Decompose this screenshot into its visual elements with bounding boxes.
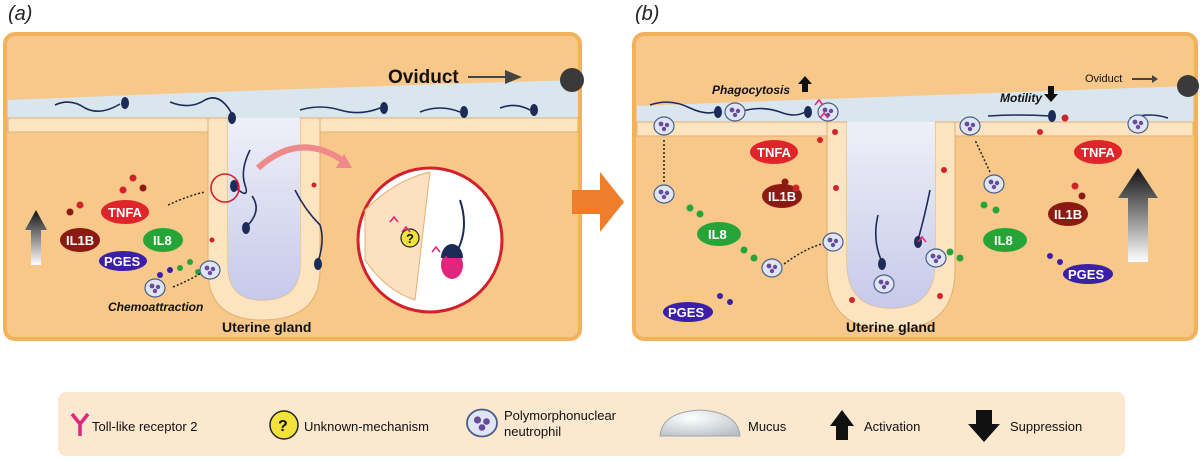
legend-tlr2-label: Toll-like receptor 2 — [92, 419, 198, 434]
panel-a-letter: (a) — [8, 3, 32, 25]
il1b-b-right: IL1B — [1048, 202, 1088, 226]
uterine-gland-label-a: Uterine gland — [222, 319, 311, 335]
mucus-icon — [659, 409, 741, 437]
legend-mucus-label: Mucus — [748, 419, 787, 434]
cytokine-il8-a: IL8 — [143, 228, 183, 252]
legend-activation-label: Activation — [864, 419, 920, 434]
il8-b-left: IL8 — [697, 222, 741, 246]
il8-label-a: IL8 — [153, 233, 172, 248]
legend-question-text: ? — [278, 418, 288, 435]
legend-suppression-label: Suppression — [1010, 419, 1082, 434]
il1b-label-a: IL1B — [66, 233, 94, 248]
pges-label-b-right: PGES — [1068, 267, 1104, 282]
neutrophil-a2 — [199, 260, 221, 280]
oviduct-opening — [560, 68, 584, 92]
neutrophil-a1 — [144, 278, 166, 298]
sperm-group-a — [54, 97, 531, 263]
il8-label-b-right: IL8 — [994, 233, 1013, 248]
tlr2-b — [814, 98, 927, 243]
il1b-b-left: IL1B — [762, 184, 802, 208]
pges-label-a: PGES — [104, 254, 140, 269]
il1b-label-b-right: IL1B — [1054, 207, 1082, 222]
oviduct-label: Oviduct — [388, 67, 459, 88]
uterine-gland-label-b: Uterine gland — [846, 319, 935, 335]
cytokine-dots-b — [686, 114, 1086, 305]
panel-b-letter: (b) — [635, 3, 659, 25]
oviduct-arrow-b — [1132, 75, 1158, 83]
migration-paths-b — [663, 139, 991, 265]
pges-b-left: PGES — [663, 302, 713, 322]
uterine-gland-lumen-b — [847, 122, 935, 308]
oviduct-arrow — [468, 70, 522, 84]
il8-label-b-left: IL8 — [708, 227, 727, 242]
oviduct-opening-b — [1177, 75, 1199, 97]
legend-unknown-icon: ? — [269, 410, 299, 440]
motility-label: Motility — [1000, 91, 1043, 105]
tlr2-receptors — [389, 215, 451, 263]
motility-suppression-arrow — [1044, 86, 1058, 102]
zoom-arrow — [255, 144, 347, 171]
activation-arrow-a — [25, 210, 47, 265]
panel-a: (a) Oviduct — [3, 3, 584, 341]
pges-label-b-left: PGES — [668, 305, 704, 320]
cytokine-il1b-a: IL1B — [60, 228, 100, 252]
sperm-tails-b — [649, 101, 1169, 263]
il1b-label-b-left: IL1B — [768, 189, 796, 204]
il8-b-right: IL8 — [983, 228, 1027, 252]
pges-b-right: PGES — [1063, 264, 1113, 284]
legend-neutrophil-icon — [466, 408, 498, 438]
phagocytosis-label: Phagocytosis — [712, 83, 790, 97]
highlight-circle — [210, 173, 240, 203]
oviduct-label-b: Oviduct — [1085, 73, 1122, 85]
cytokine-tnfa-a: TNFA — [101, 200, 149, 224]
lumen-mucus — [8, 80, 578, 120]
legend: Toll-like receptor 2 ? Unknown-mechanism… — [58, 392, 1125, 456]
legend-box — [58, 392, 1125, 456]
panel-b: (b) Oviduct Phagocytosis Motility — [632, 3, 1199, 341]
uterine-gland-lumen — [228, 118, 300, 300]
legend-tlr2-icon — [70, 412, 90, 436]
legend-unknown-label: Unknown-mechanism — [304, 419, 429, 434]
phagocytosis-activation-arrow — [798, 76, 812, 92]
transition-arrow — [572, 172, 624, 232]
activation-icon — [830, 410, 854, 440]
tnfa-label-b-right: TNFA — [1081, 145, 1116, 160]
tnfa-b-right: TNFA — [1074, 140, 1122, 164]
tnfa-label-b-left: TNFA — [757, 145, 792, 160]
activation-arrow-b — [1118, 168, 1158, 262]
tnfa-b-left: TNFA — [750, 140, 798, 164]
tnfa-label-a: TNFA — [108, 205, 143, 220]
cytokine-pges-a: PGES — [99, 251, 147, 271]
question-text: ? — [406, 231, 414, 246]
chemoattraction-label: Chemoattraction — [108, 300, 203, 314]
suppression-icon — [968, 410, 1000, 442]
legend-pmn-line2: neutrophil — [504, 424, 561, 439]
legend-pmn-line1: Polymorphonuclear — [504, 408, 617, 423]
question-icon — [400, 228, 420, 248]
